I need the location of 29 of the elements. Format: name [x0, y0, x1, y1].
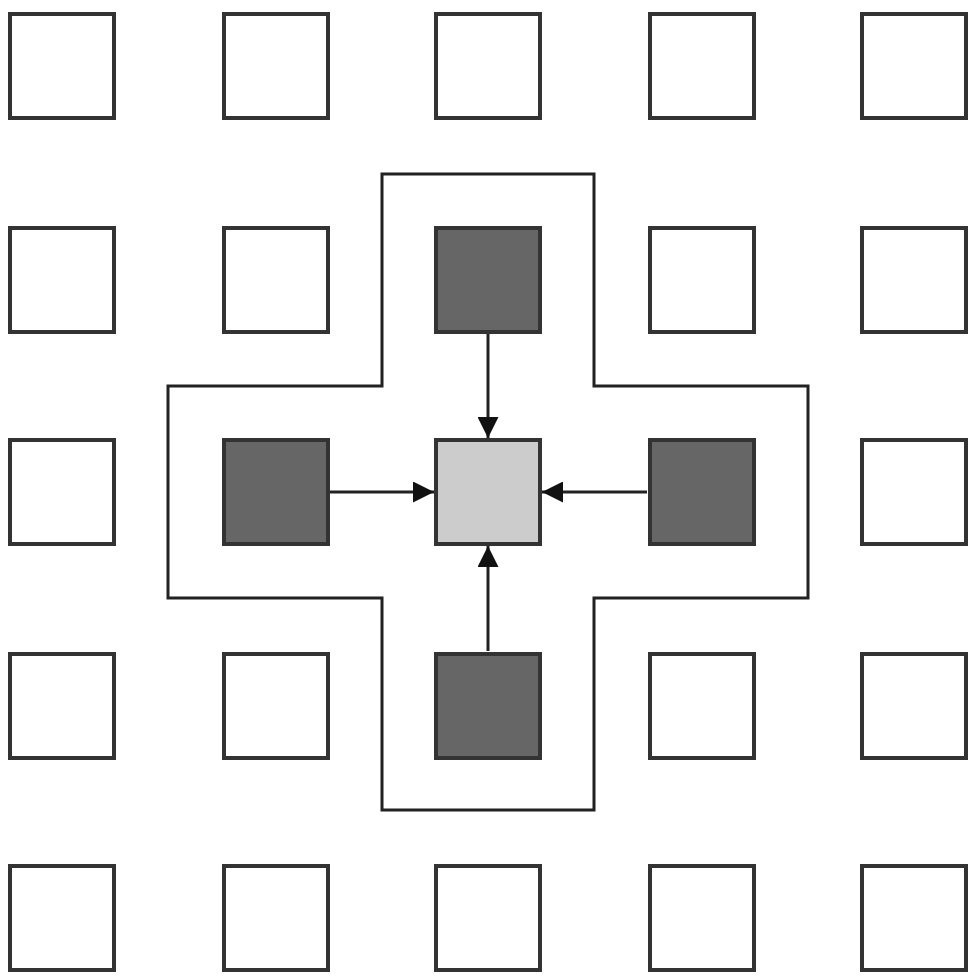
grid-square [860, 438, 968, 546]
grid-square [221, 651, 329, 759]
grid-square [221, 225, 329, 333]
center-square [434, 438, 542, 546]
grid-square [860, 864, 968, 972]
grid-square [860, 12, 968, 120]
grid-square [647, 651, 755, 759]
arrow [477, 333, 499, 438]
grid-square [221, 864, 329, 972]
grid-square [8, 12, 116, 120]
arrow [329, 481, 434, 503]
grid-square [647, 225, 755, 333]
neighbor-square [221, 438, 329, 546]
grid-square [8, 438, 116, 546]
arrow [477, 546, 499, 651]
grid-square [860, 651, 968, 759]
grid-square [647, 864, 755, 972]
grid-square [8, 651, 116, 759]
grid-square [434, 12, 542, 120]
neighbor-square [434, 651, 542, 759]
grid-square [860, 225, 968, 333]
grid-square [434, 864, 542, 972]
grid-square [647, 12, 755, 120]
neighbor-square [434, 225, 542, 333]
grid-square [8, 864, 116, 972]
arrow [542, 481, 647, 503]
grid-square [8, 225, 116, 333]
grid-square [221, 12, 329, 120]
neighbor-square [647, 438, 755, 546]
